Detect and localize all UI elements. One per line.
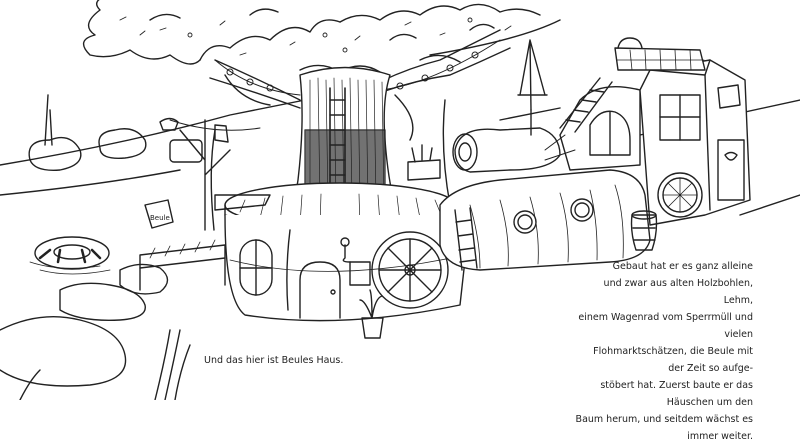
tree-canopy <box>82 0 541 73</box>
porthole-1 <box>513 210 537 234</box>
rocks <box>0 128 169 387</box>
caravan-ladder <box>454 207 478 271</box>
caption-line: stöbert hat. Zuerst baute er das Häusche… <box>600 380 753 408</box>
ground-line-2 <box>739 194 800 216</box>
upper-arch-window <box>589 110 631 156</box>
string-lights <box>214 39 501 96</box>
caption-line: einem Wagenrad vom Sperrmüll und vielen <box>578 312 753 340</box>
chimney-pot <box>617 37 643 49</box>
upper-house <box>559 77 641 171</box>
left-walkway <box>139 194 271 291</box>
flower-pot <box>359 289 384 339</box>
parasol <box>517 39 548 136</box>
log-bench <box>452 127 561 173</box>
water-ripple <box>29 261 111 275</box>
life-ring <box>34 236 110 270</box>
caption-left: Und das hier ist Beules Haus. <box>204 355 344 366</box>
caption-right: Gebaut hat er es ganz alleine und zwar a… <box>575 258 753 445</box>
coloring-page-illustration: Beule <box>0 0 800 400</box>
caption-line: Gebaut hat er es ganz alleine <box>612 261 753 272</box>
barrel <box>630 210 658 251</box>
caption-line: Flohmarktschätzen, die Beule mit der Zei… <box>593 346 753 374</box>
right-hill-line <box>429 19 561 56</box>
far-slope <box>499 107 561 121</box>
tall-house-door <box>717 139 745 201</box>
porthole-2 <box>570 198 594 222</box>
caravan <box>439 169 651 271</box>
house-door <box>299 261 341 319</box>
stick-right <box>442 99 451 206</box>
reeds <box>19 94 191 400</box>
upper-ladder <box>559 77 613 133</box>
caption-line: und zwar aus alten Holzbohlen, Lehm, <box>603 278 753 306</box>
round-window <box>657 172 703 218</box>
tall-house <box>614 37 751 226</box>
horizon-line <box>0 169 181 196</box>
planter-box <box>407 144 441 181</box>
wagon-wheel-window <box>371 231 449 309</box>
bird-on-post <box>159 117 203 163</box>
svg-text:Beule: Beule <box>150 214 170 222</box>
round-house <box>224 214 471 339</box>
hill-line <box>0 94 331 166</box>
clothesline: Beule <box>144 119 261 231</box>
stick-left <box>210 129 216 231</box>
roof-railing <box>544 134 576 161</box>
stick-mid <box>286 229 291 311</box>
caption-line: Baum herum, und seitdem wächst es immer … <box>575 414 753 442</box>
